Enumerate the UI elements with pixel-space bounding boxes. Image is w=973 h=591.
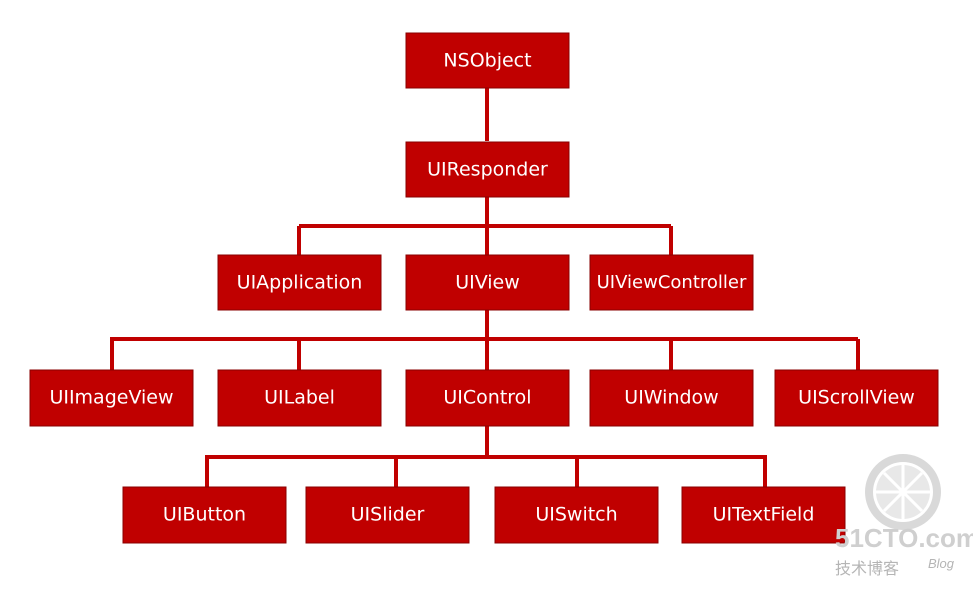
node-uitextfield: UITextField [681, 486, 846, 544]
node-label-uiimageview: UIImageView [49, 387, 173, 409]
node-label-uiwindow: UIWindow [624, 387, 718, 409]
watermark: 51CTO.com 技术博客 Blog [835, 454, 973, 578]
node-label-uiscrollview: UIScrollView [798, 387, 915, 409]
node-uiscrollview: UIScrollView [774, 369, 939, 427]
watermark-subtitle: 技术博客 [835, 559, 899, 578]
node-uiwindow: UIWindow [589, 369, 754, 427]
node-label-uibutton: UIButton [163, 504, 246, 526]
node-uislider: UISlider [305, 486, 470, 544]
node-label-uiswitch: UISwitch [535, 504, 617, 526]
node-uiview: UIView [405, 254, 570, 311]
node-uicontrol: UIControl [405, 369, 570, 427]
watermark-brand: 51CTO.com [835, 523, 973, 553]
watermark-logo-icon [865, 454, 941, 530]
node-label-uiresponder: UIResponder [427, 159, 548, 181]
node-uilabel: UILabel [217, 369, 382, 427]
node-label-nsobject: NSObject [443, 50, 531, 72]
node-uiapplication: UIApplication [217, 254, 382, 311]
node-label-uislider: UISlider [351, 504, 425, 526]
node-uiimageview: UIImageView [29, 369, 194, 427]
node-nsobject: NSObject [405, 32, 570, 89]
node-label-uicontrol: UIControl [443, 387, 531, 409]
node-uiviewcontroller: UIViewController [589, 254, 754, 311]
node-uiresponder: UIResponder [405, 141, 570, 198]
node-label-uitextfield: UITextField [713, 504, 815, 526]
node-label-uiview: UIView [455, 272, 520, 294]
node-label-uiviewcontroller: UIViewController [597, 272, 747, 293]
nodes: NSObject UIResponder UIApplication UIVie… [29, 32, 939, 544]
node-uibutton: UIButton [122, 486, 287, 544]
node-uiswitch: UISwitch [494, 486, 659, 544]
node-label-uiapplication: UIApplication [237, 272, 363, 294]
watermark-blog: Blog [928, 556, 955, 571]
node-label-uilabel: UILabel [264, 387, 335, 409]
edges [110, 88, 860, 487]
